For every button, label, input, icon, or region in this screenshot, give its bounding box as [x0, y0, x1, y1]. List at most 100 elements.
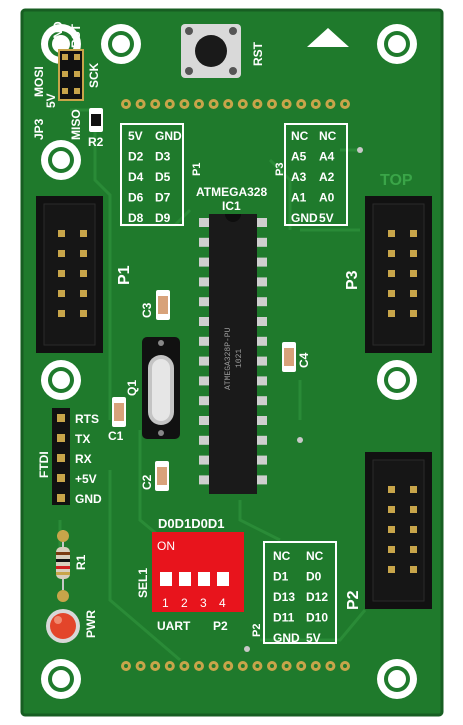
uart-label: UART: [157, 619, 191, 633]
ftdi-pin: [57, 494, 65, 502]
pin-table-cell: 5V: [128, 129, 143, 143]
dip-toggle[interactable]: [198, 572, 210, 586]
q1-crystal: [142, 337, 180, 439]
mcu-name-label: ATMEGA328: [196, 185, 267, 199]
bottom-pin-strip: [121, 661, 350, 671]
pin-table-cell: NC: [273, 549, 291, 563]
pin-table-cell: D11: [273, 611, 295, 625]
pin-table-cell: D10: [306, 611, 328, 625]
pin-table-cell: D7: [155, 191, 171, 205]
r2-resistor: [89, 108, 103, 132]
chip-pin: [255, 396, 267, 406]
chip-pin: [255, 237, 267, 247]
chip-pin: [199, 257, 211, 267]
ic1-label: IC1: [222, 199, 241, 213]
header-pin: [58, 290, 65, 297]
sel1-label: SEL1: [136, 568, 150, 598]
ftdi-pin: [57, 434, 65, 442]
p2-header-label: P2: [345, 590, 362, 610]
isp-rst-label: RST: [69, 23, 83, 48]
c1-label: C1: [108, 429, 124, 443]
chip-pin: [255, 356, 267, 366]
ftdi-pin: [57, 414, 65, 422]
r1-resistor: [56, 530, 70, 602]
header-pin: [388, 230, 395, 237]
chip-pin: [199, 336, 211, 346]
p2-box-header: [365, 452, 432, 609]
pin-table-cell: A1: [291, 191, 307, 205]
top-arrow-icon: [307, 28, 349, 47]
ftdi-pin-label: GND: [75, 492, 102, 506]
ftdi-pin: [57, 474, 65, 482]
isp-5v-label: 5V: [44, 93, 58, 108]
dip-toggle[interactable]: [160, 572, 172, 586]
chip-pin: [255, 416, 267, 425]
header-pin: [388, 506, 395, 513]
pin-table-cell: D4: [128, 170, 144, 184]
header-pin: [410, 230, 417, 237]
ftdi-pin-label: +5V: [75, 472, 97, 486]
header-pin: [410, 566, 417, 573]
dip-toggle[interactable]: [217, 572, 229, 586]
header-pin: [388, 526, 395, 533]
chip-pin: [199, 376, 211, 386]
pin-table-cell: D9: [155, 211, 171, 225]
pin-table-cell: D2: [128, 150, 144, 164]
mounting-holes: [41, 24, 417, 699]
pin-table-cell: D6: [128, 191, 144, 205]
ftdi-pin: [57, 454, 65, 462]
chip-pin: [255, 317, 267, 326]
header-pin: [410, 526, 417, 533]
header-pin: [58, 250, 65, 257]
chip-pin: [255, 435, 267, 445]
chip-pin: [199, 277, 211, 287]
chip-pin: [255, 336, 267, 346]
ftdi-pin-label: RX: [75, 452, 92, 466]
header-pin: [388, 566, 395, 573]
header-pin: [58, 310, 65, 317]
mounting-hole-bottom-left: [41, 659, 81, 699]
chip-pin: [255, 455, 267, 465]
dip-top-label: D0D1D0D1: [158, 516, 224, 531]
reset-button[interactable]: [181, 24, 241, 78]
pin-table-cell: 5V: [306, 631, 321, 645]
p3-box-header: [365, 196, 432, 353]
r1-label: R1: [74, 554, 88, 570]
chip-pin: [199, 435, 211, 445]
header-pin: [410, 290, 417, 297]
top-mark-label: TOP: [380, 172, 413, 189]
header-pin: [80, 250, 87, 257]
chip-pin: [199, 475, 211, 485]
header-pin: [410, 310, 417, 317]
ftdi-header: [52, 408, 70, 505]
dip-switch[interactable]: [152, 532, 244, 612]
isp-header: [58, 49, 84, 101]
p1-header-label: P1: [116, 265, 133, 285]
dip-p2-label: P2: [213, 619, 228, 633]
header-pin: [388, 290, 395, 297]
header-pin: [80, 270, 87, 277]
isp-mosi-label: MOSI: [32, 66, 46, 97]
atmega328-chip: [199, 214, 267, 494]
mounting-hole-left-p1: [41, 140, 81, 180]
mounting-hole-right-mid: [377, 360, 417, 400]
mounting-hole-bottom-right: [377, 659, 417, 699]
jp3-label: JP3: [32, 118, 46, 140]
dip-number: 4: [219, 596, 226, 610]
chip-line1: 1021: [235, 349, 244, 368]
dip-toggle[interactable]: [179, 572, 191, 586]
header-pin: [58, 270, 65, 277]
pin-table-cell: NC: [291, 129, 309, 143]
chip-pin: [199, 297, 211, 307]
ftdi-pin-label: RTS: [75, 412, 99, 426]
header-pin: [410, 486, 417, 493]
c4-label: C4: [297, 352, 311, 368]
header-pin: [58, 230, 65, 237]
dip-number: 3: [200, 596, 207, 610]
header-pin: [80, 230, 87, 237]
header-pin: [410, 546, 417, 553]
chip-pin: [199, 218, 211, 227]
isp-miso-label: MISO: [69, 109, 83, 140]
header-pin: [388, 486, 395, 493]
ftdi-label: FTDI: [37, 451, 51, 478]
